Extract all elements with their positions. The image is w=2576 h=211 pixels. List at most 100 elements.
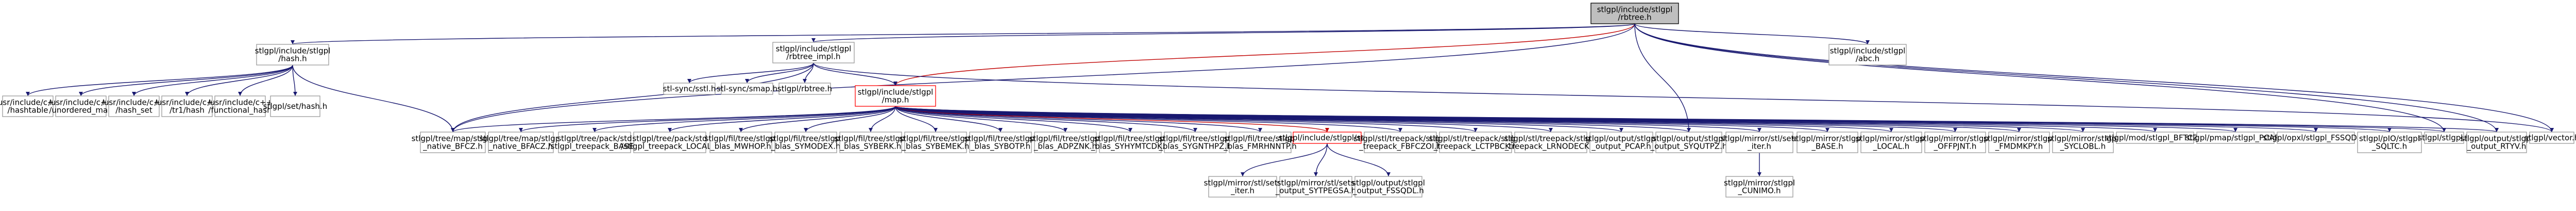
graph-node-sub_b[interactable]: stlgpl/mirror/stl/sets_output_SYTPEGSA.h — [1275, 176, 1357, 198]
graph-node-std_fhash[interactable]: /usr/include/c++/functional_hash — [208, 95, 273, 117]
node-label-line: stlgpl/mirror/stl/sets — [1721, 134, 1799, 143]
edge-map-to-fil_a — [740, 106, 896, 133]
graph-node-hash_impl[interactable]: stlgpl/set/hash.h — [263, 95, 327, 117]
edge-arrowhead — [1241, 172, 1245, 176]
graph-node-tail_b[interactable]: stlgpl/output/stlgpl_output_RTYV.h — [2460, 132, 2533, 153]
graph-node-sm_a[interactable]: stlgpl/stl/treepack/stlgpl_treepack_FBFC… — [1354, 132, 1447, 153]
node-label-line: stlgpl/output/stlgpl — [1652, 134, 1725, 143]
edge-hash-to-std_hash — [187, 64, 293, 96]
graph-node-fil_b[interactable]: stlgpl/fil/tree/stlgpl_blas_SYMODEX.h — [769, 132, 842, 153]
graph-node-pk_b[interactable]: stlgpl/pmap/stlgpl_PCAP.h — [2185, 132, 2285, 144]
graph-node-pm_b[interactable]: stlgpl/mirror/stlgpl_LOCAL.h — [1856, 132, 1927, 153]
graph-node-std_hashset[interactable]: /usr/include/c++/hash_set — [101, 95, 166, 117]
graph-node-std_hashtable[interactable]: /usr/include/c++/hashtable — [0, 95, 60, 117]
graph-node-fil_g[interactable]: stlgpl/fil/tree/stlgpl_blas_SYHYMTCDK.h — [1091, 132, 1170, 153]
edge-arrowhead — [238, 92, 242, 96]
edge-arrowhead — [1325, 128, 1329, 132]
edge-arrowhead — [26, 92, 30, 96]
node-box — [1279, 176, 1352, 198]
graph-node-pk_c[interactable]: stlgpl/opxl/stlgpl_FSSQDL.h — [2263, 132, 2369, 144]
node-box — [2052, 132, 2114, 153]
graph-node-fil_a[interactable]: stlgpl/fil/tree/stlgpl_blas_MWHOP.h — [704, 132, 777, 153]
graph-node-sv_a[interactable]: stlgpl/mirror/stl/sets_iter.h — [1721, 132, 1799, 153]
graph-node-std_hash[interactable]: /usr/include/c++/tr1/hash — [155, 95, 219, 117]
graph-node-fil_h[interactable]: stlgpl/fil/tree/stlgpl_blas_SYGNTHPZ.h — [1158, 132, 1232, 153]
graph-node-out_b[interactable]: stlgpl/output/stlgpl_output_SYQUTPZ.h — [1650, 132, 1727, 153]
edge-map-to-tree_b — [520, 106, 896, 133]
graph-node-setn[interactable]: stlgpl/include/stlgpl/set.h — [1279, 132, 1376, 144]
graph-node-tree_a[interactable]: stlgpl/tree/map/stlgpl_native_BFCZ.h — [412, 132, 495, 153]
graph-node-pk_d[interactable]: stlgpl/pIO/stlgpl_SQLTC.h — [2357, 132, 2422, 153]
graph-node-map[interactable]: stlgpl/include/stlgpl/map.h — [855, 85, 936, 107]
node-box — [2424, 132, 2464, 144]
graph-node-kw_extra[interactable]: stlgpl/include/stlgpl/abc.h — [1828, 44, 1907, 66]
graph-node-tail_c[interactable]: stlgpl/vector.h — [2524, 132, 2576, 144]
edge-arrowhead — [1866, 40, 1870, 44]
edges-layer — [26, 23, 2554, 177]
node-box — [2, 95, 54, 117]
node-box — [161, 95, 213, 117]
edge-arrowhead — [1386, 172, 1391, 176]
graph-node-pm_e[interactable]: stlgpl/mirror/stlgpl_SYCLOBL.h — [2047, 132, 2119, 153]
node-box — [2196, 132, 2275, 144]
graph-node-sm_c[interactable]: stlgpl/stl/treepack/stlgpl_treepack_LRNO… — [1504, 132, 1598, 153]
edge-arrowhead — [1128, 128, 1132, 132]
graph-node-fil_d[interactable]: stlgpl/fil/tree/stlgpl_blas_SYBEMEK.h — [899, 132, 972, 153]
edge-arrowhead — [934, 128, 938, 132]
graph-node-sm_b[interactable]: stlgpl/stl/treepack/stlgpl_treepack_LCTP… — [1429, 132, 1522, 153]
edge-root-to-map — [895, 23, 1635, 86]
node-box — [774, 132, 837, 153]
graph-node-impl_a[interactable]: stl-sync/sstl.h — [663, 83, 716, 95]
graph-node-pk_a[interactable]: stlgpl/mod/stlgpl_BFTCZ.h — [2105, 132, 2206, 144]
edge-arrowhead — [1953, 128, 1957, 132]
graph-node-fil_f[interactable]: stlgpl/fil/tree/stlgpl_blas_ADPZNK.h — [1029, 132, 1102, 153]
graph-node-sv_b[interactable]: stlgpl/mirror/stlgpl_CUNIMO.h — [1724, 176, 1795, 198]
graph-node-impl_b[interactable]: stl-sync/smap.h — [717, 83, 777, 95]
edge-impl_rbtree-to-tail_c — [813, 62, 2552, 133]
node-box — [1034, 132, 1097, 153]
graph-node-tree_b[interactable]: stlgpl/tree/map/stlgpl_native_BFACZ.h — [480, 132, 563, 153]
node-label-line: _output_RTYV.h — [2467, 142, 2527, 152]
graph-node-pack_a[interactable]: stlgpl/tree/pack/std/stlgpl_treepack_BAS… — [548, 132, 641, 153]
graph-node-pm_c[interactable]: stlgpl/mirror/stlgpl_OFFPJNT.h — [1920, 132, 1991, 153]
node-box — [2277, 132, 2355, 144]
node-box — [772, 42, 855, 63]
graph-node-tail_a[interactable]: stlgpl/stlgpl.h — [2418, 132, 2470, 144]
graph-node-hash[interactable]: stlgpl/include/stlgpl/hash.h — [255, 44, 331, 66]
node-box — [721, 83, 773, 95]
edge-impl_rbtree-to-impl_a — [689, 62, 814, 84]
node-label-line: stlgpl/include/stlgpl — [776, 44, 852, 54]
node-label-line: _SQLTC.h — [2371, 142, 2407, 152]
graph-node-sub_c[interactable]: stlgpl/output/stlgpl_output_FSSQDL.h — [1352, 176, 1425, 198]
graph-node-pm_d[interactable]: stlgpl/mirror/stlgpl_FMDMKPY.h — [1984, 132, 2055, 153]
edge-arrowhead — [79, 92, 83, 96]
edge-arrowhead — [291, 40, 295, 44]
edge-arrowhead — [2153, 128, 2157, 132]
graph-node-std_hashmap[interactable]: /usr/include/c++/unordered_map — [48, 95, 113, 117]
node-label-line: /hashtable — [7, 106, 48, 115]
graph-node-pack_b[interactable]: stlgpl/tree/pack/std/stlgpl_treepack_LOC… — [621, 132, 719, 153]
graph-node-out_a[interactable]: stlgpl/output/stlgpl_output_PCAP.h — [1585, 132, 1658, 153]
node-box — [1364, 132, 1437, 153]
edge-hash-to-std_hashset — [133, 64, 293, 96]
node-label-line: _iter.h — [1747, 142, 1771, 152]
node-label-line: _iter.h — [1230, 186, 1255, 196]
edge-arrowhead — [668, 128, 672, 132]
node-label-line: stlgpl/mirror/stl/sets — [1277, 178, 1355, 188]
edge-arrowhead — [745, 79, 749, 83]
node-box — [1797, 132, 1858, 153]
node-box — [855, 85, 936, 107]
graph-node-fil_i[interactable]: stlgpl/fil/tree/stlgpl_blas_FMRHNNTP.h — [1223, 132, 1297, 153]
graph-node-sub_a[interactable]: stlgpl/mirror/stl/sets_iter.h — [1204, 176, 1282, 198]
node-label-line: stlgpl/stl/treepack/stlgpl — [1504, 134, 1598, 143]
graph-node-pm_a[interactable]: stlgpl/mirror/stlgpl_BASE.h — [1792, 132, 1863, 153]
graph-node-fil_e[interactable]: stlgpl/fil/tree/stlgpl_blas_SYBOTP.h — [964, 132, 1037, 153]
node-box — [1514, 132, 1587, 153]
edge-arrowhead — [2387, 128, 2392, 132]
graph-node-fil_c[interactable]: stlgpl/fil/tree/stlgpl_blas_SYBERK.h — [834, 132, 907, 153]
graph-node-impl_c[interactable]: stlgpl/rbtree.h — [777, 83, 832, 95]
node-label-line: stlgpl/include/stlgpl/set.h — [1279, 133, 1376, 142]
edge-arrowhead — [592, 128, 597, 132]
graph-node-impl_rbtree[interactable]: stlgpl/include/stlgpl/rbtree_impl.h — [772, 42, 855, 63]
node-box — [1229, 132, 1292, 153]
